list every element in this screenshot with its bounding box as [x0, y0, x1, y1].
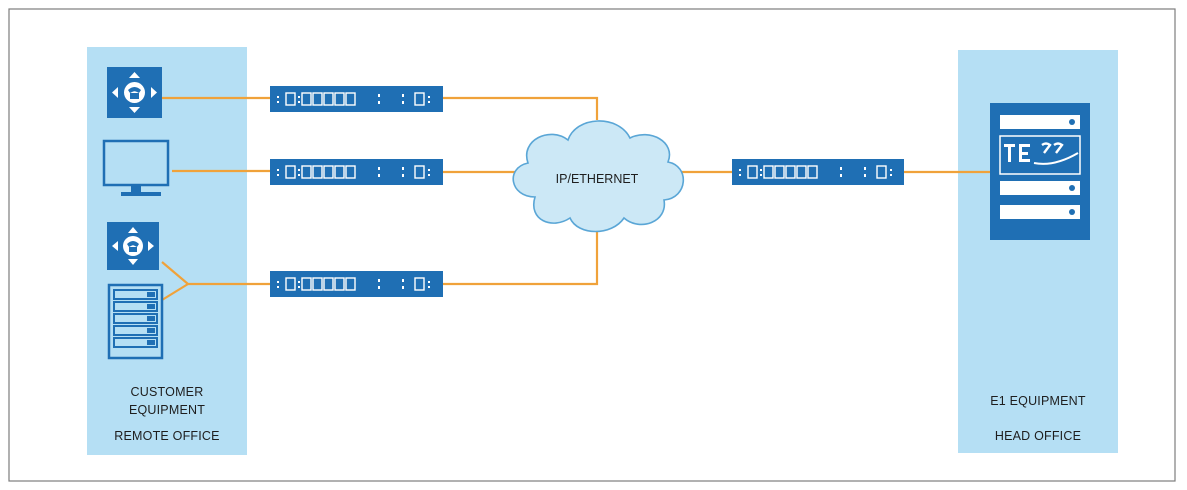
ip-ethernet-cloud — [512, 120, 685, 233]
phone-icon — [107, 67, 162, 118]
monitor-icon — [102, 139, 170, 196]
remote-label-line1: CUSTOMER — [130, 385, 204, 399]
phone-icon — [107, 222, 159, 270]
server-icon — [107, 283, 164, 360]
network-device-2 — [270, 159, 443, 185]
link-fork-lower — [161, 283, 189, 301]
link-device3-cloud — [443, 228, 599, 286]
cloud-label: IP/ETHERNET — [555, 172, 639, 186]
network-device-1 — [270, 86, 443, 112]
remote-label-line3: REMOTE OFFICE — [114, 429, 220, 443]
head-label-line1: E1 EQUIPMENT — [990, 394, 1086, 408]
head-label-line2: HEAD OFFICE — [994, 429, 1082, 443]
e1-equipment-rack-icon — [990, 103, 1090, 240]
links — [161, 96, 990, 301]
network-device-3 — [270, 271, 443, 297]
network-device-head — [732, 159, 904, 185]
link-device1-cloud — [443, 96, 599, 120]
remote-label-line2: EQUIPMENT — [128, 403, 206, 417]
